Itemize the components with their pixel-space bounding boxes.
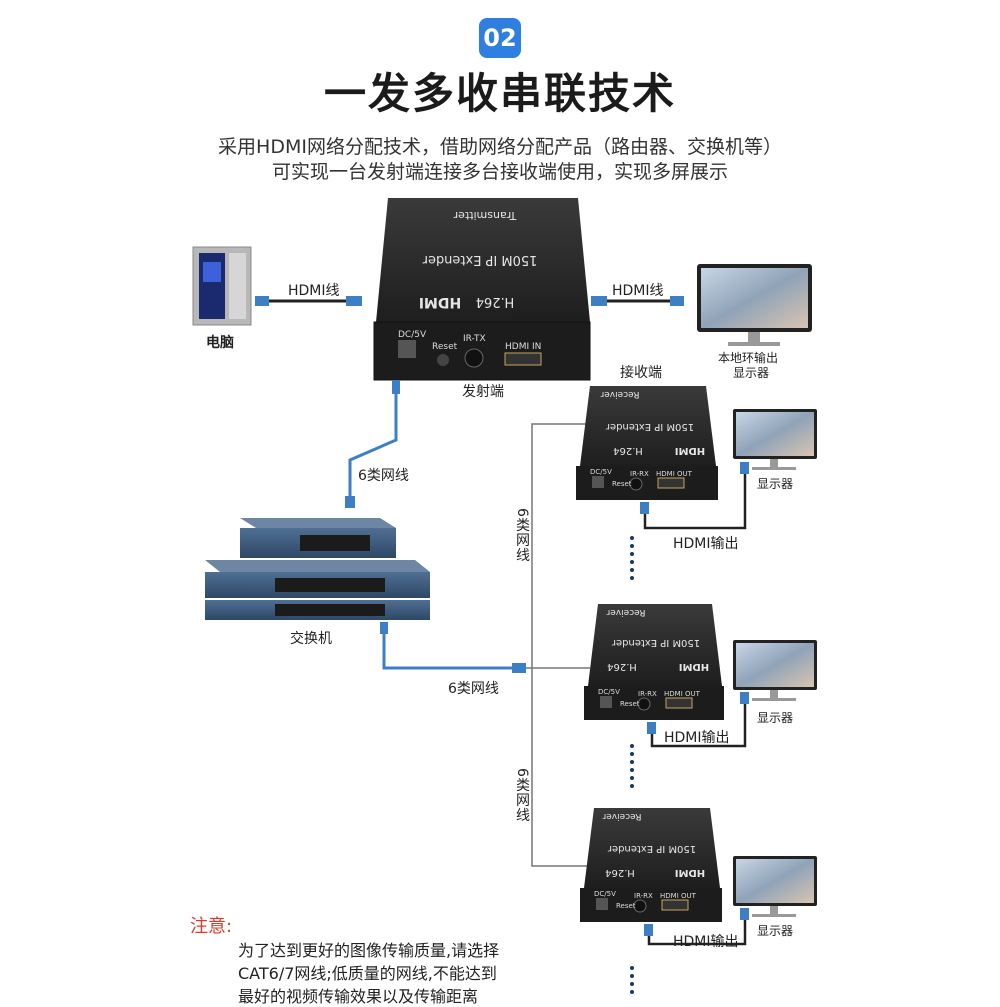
section-title: 一发多收串联技术 [323,69,676,118]
cat6-vertical-label-1: 6类网线 [514,508,530,563]
receiver-bus-line [526,423,590,867]
computer-label: 电脑 [206,335,234,351]
transmitter-model-label: 150M IP Extender [422,252,537,267]
receiver-1-brand-label: HDMI [675,445,705,456]
description-line-2: 可实现一台发射端连接多台接收端使用，实现多屏展示 [271,161,728,183]
cat6-vertical-label-2: 6类网线 [514,768,530,823]
receiver-2-port-hdmi: HDMI OUT [664,690,701,698]
receiver-2-model-label: 150M IP Extender [611,637,700,648]
receiver-2-top-label: Receiver [606,607,645,617]
transmitter-brand-label: HDMI [419,294,461,310]
monitor-1-icon [733,409,817,470]
receiver-3-port-reset: Reset [616,902,636,910]
cat6-cable-transmitter-icon [345,380,400,508]
cat6-cable-switch-icon [380,622,526,673]
continuation-dots [630,536,634,994]
monitor-2-icon [733,640,817,701]
description-line-1: 采用HDMI网络分配技术，借助网络分配产品（路由器、交换机等） [218,136,782,158]
receiver-3-model-label: 150M IP Extender [607,843,696,854]
transmitter-top-label: Transmitter [453,209,517,222]
receiver-1-port-reset: Reset [612,480,632,488]
local-monitor-icon [697,264,812,346]
hdmi-cable-right-label: HDMI线 [612,283,664,299]
receiver-end-label: 接收端 [620,365,662,381]
receiver-2-port-ir: IR-RX [638,690,657,698]
receiver-device-3 [580,808,722,922]
local-output-label-line-1: 本地环输出 [718,351,779,365]
transmitter-port-reset: Reset [432,342,458,352]
hdmi-cable-left-icon [255,296,362,306]
hdmi-output-label-3: HDMI输出 [673,934,739,950]
receiver-device-2 [584,604,724,720]
local-output-label-line-2: 显示器 [733,366,770,380]
transmitter-caption: 发射端 [462,384,504,400]
computer-icon [192,246,252,326]
hdmi-output-label-2: HDMI输出 [664,730,730,746]
receiver-1-port-dc: DC/5V [590,468,612,476]
receiver-2-port-dc: DC/5V [598,688,620,696]
receiver-1-port-hdmi: HDMI OUT [656,470,693,478]
transmitter-port-hdmi: HDMI IN [505,342,541,352]
note-line-3: 最好的视频传输效果以及传输距离 [238,987,479,1006]
cat6-transmitter-label: 6类网线 [358,468,409,484]
hdmi-cable-left-label: HDMI线 [288,283,340,299]
receiver-device-1 [576,386,718,500]
note-line-1: 为了达到更好的图像传输质量,请选择 [238,941,500,960]
note-title: 注意: [190,916,233,937]
receiver-2-port-reset: Reset [620,700,640,708]
receiver-2-codec-label: H.264 [607,661,637,672]
hdmi-output-cable-1-icon [643,474,747,530]
section-number-badge: 02 [479,18,521,58]
receiver-3-port-hdmi: HDMI OUT [660,892,697,900]
receiver-3-port-dc: DC/5V [594,890,616,898]
monitor-3-icon [733,856,817,917]
receiver-1-top-label: Receiver [600,389,639,399]
receiver-3-top-label: Receiver [602,811,641,821]
receiver-3-port-ir: IR-RX [634,892,653,900]
receiver-1-model-label: 150M IP Extender [605,421,694,432]
receiver-1-port-ir: IR-RX [630,470,649,478]
transmitter-port-ir: IR-TX [463,334,486,344]
switch-icon [205,518,430,620]
transmitter-codec-label: H.264 [476,294,515,309]
receiver-2-brand-label: HDMI [679,661,709,672]
cat6-switch-label: 6类网线 [448,681,499,697]
monitor-3-label: 显示器 [757,924,794,938]
receiver-3-codec-label: H.264 [605,867,635,878]
transmitter-port-dc: DC/5V [398,330,427,340]
transmitter-device [373,198,591,381]
monitor-1-label: 显示器 [757,477,794,491]
receiver-1-codec-label: H.264 [613,445,643,456]
note-line-2: CAT6/7网线;低质量的网线,不能达到 [238,964,497,983]
monitor-2-label: 显示器 [757,711,794,725]
hdmi-output-label-1: HDMI输出 [673,536,739,552]
hdmi-cable-right-icon [591,296,684,306]
receiver-3-brand-label: HDMI [675,867,705,878]
switch-label: 交换机 [290,631,332,647]
